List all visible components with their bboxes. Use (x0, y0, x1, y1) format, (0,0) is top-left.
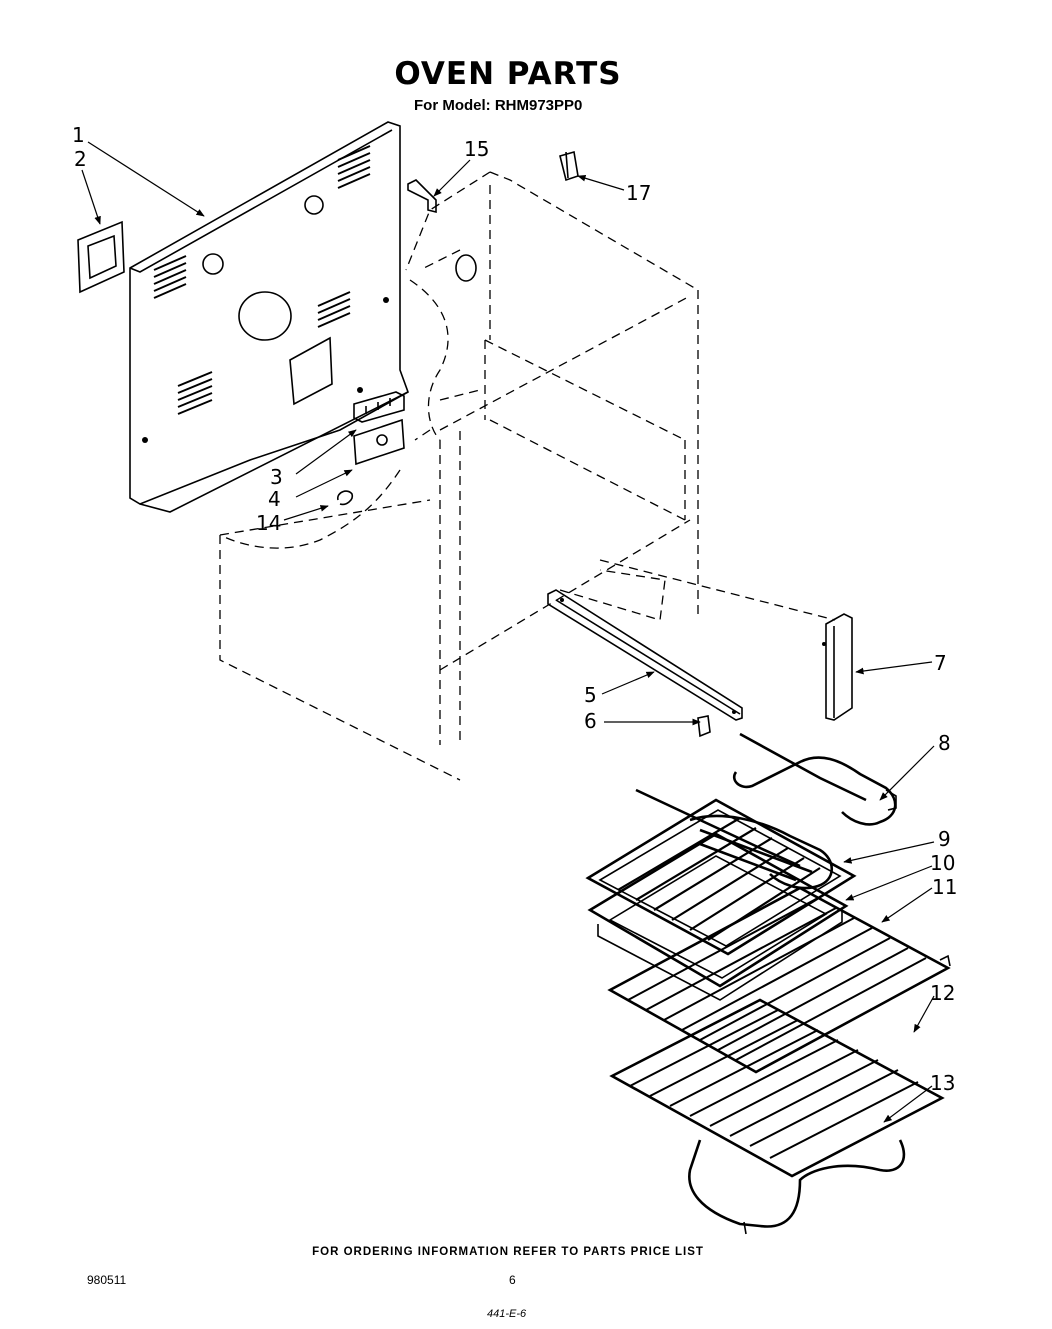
part-14-wire-clip (337, 490, 354, 506)
callout-14: 14 (256, 511, 281, 535)
part-1-rear-panel (129, 121, 409, 513)
callout-8: 8 (938, 731, 951, 755)
callout-5: 5 (584, 683, 597, 707)
callout-10: 10 (930, 851, 955, 875)
handwritten-note: 441-E-6 (487, 1308, 527, 1320)
oven-cavity-frame (219, 171, 836, 781)
callout-labels: 1 2 3 4 14 15 17 5 6 7 8 9 10 11 12 13 (72, 123, 957, 1095)
part-13-oven-rack (609, 998, 945, 1235)
part-12-oven-rack (607, 886, 951, 1074)
part-6-clip (697, 715, 711, 738)
part-5-rail (547, 589, 743, 721)
callout-13: 13 (930, 1071, 955, 1095)
callout-2: 2 (74, 147, 87, 171)
callout-6: 6 (584, 709, 597, 733)
model-subtitle: For Model: RHM973PP0 (414, 97, 583, 114)
ordering-information-note: FOR ORDERING INFORMATION REFER TO PARTS … (312, 1246, 704, 1258)
part-3-terminal-block (353, 391, 405, 423)
callout-9: 9 (938, 827, 951, 851)
part-8-broil-element (635, 732, 897, 868)
leader-lines (81, 141, 935, 1123)
callout-7: 7 (934, 651, 947, 675)
callout-1: 1 (72, 123, 85, 147)
part-4-terminal-cover (353, 418, 405, 466)
callout-11: 11 (932, 875, 957, 899)
document-number: 980511 (87, 1273, 127, 1287)
callout-3: 3 (270, 465, 283, 489)
callout-4: 4 (268, 487, 281, 511)
part-17-clip (559, 150, 579, 182)
part-15-bracket (407, 179, 437, 214)
part-7-side-bracket (822, 613, 853, 721)
part-2-cover-plate (77, 220, 125, 294)
callout-17: 17 (626, 181, 651, 205)
callout-12: 12 (930, 981, 955, 1005)
page-number: 6 (509, 1273, 516, 1287)
callout-15: 15 (464, 137, 489, 161)
page-title: OVEN PARTS (394, 56, 622, 92)
